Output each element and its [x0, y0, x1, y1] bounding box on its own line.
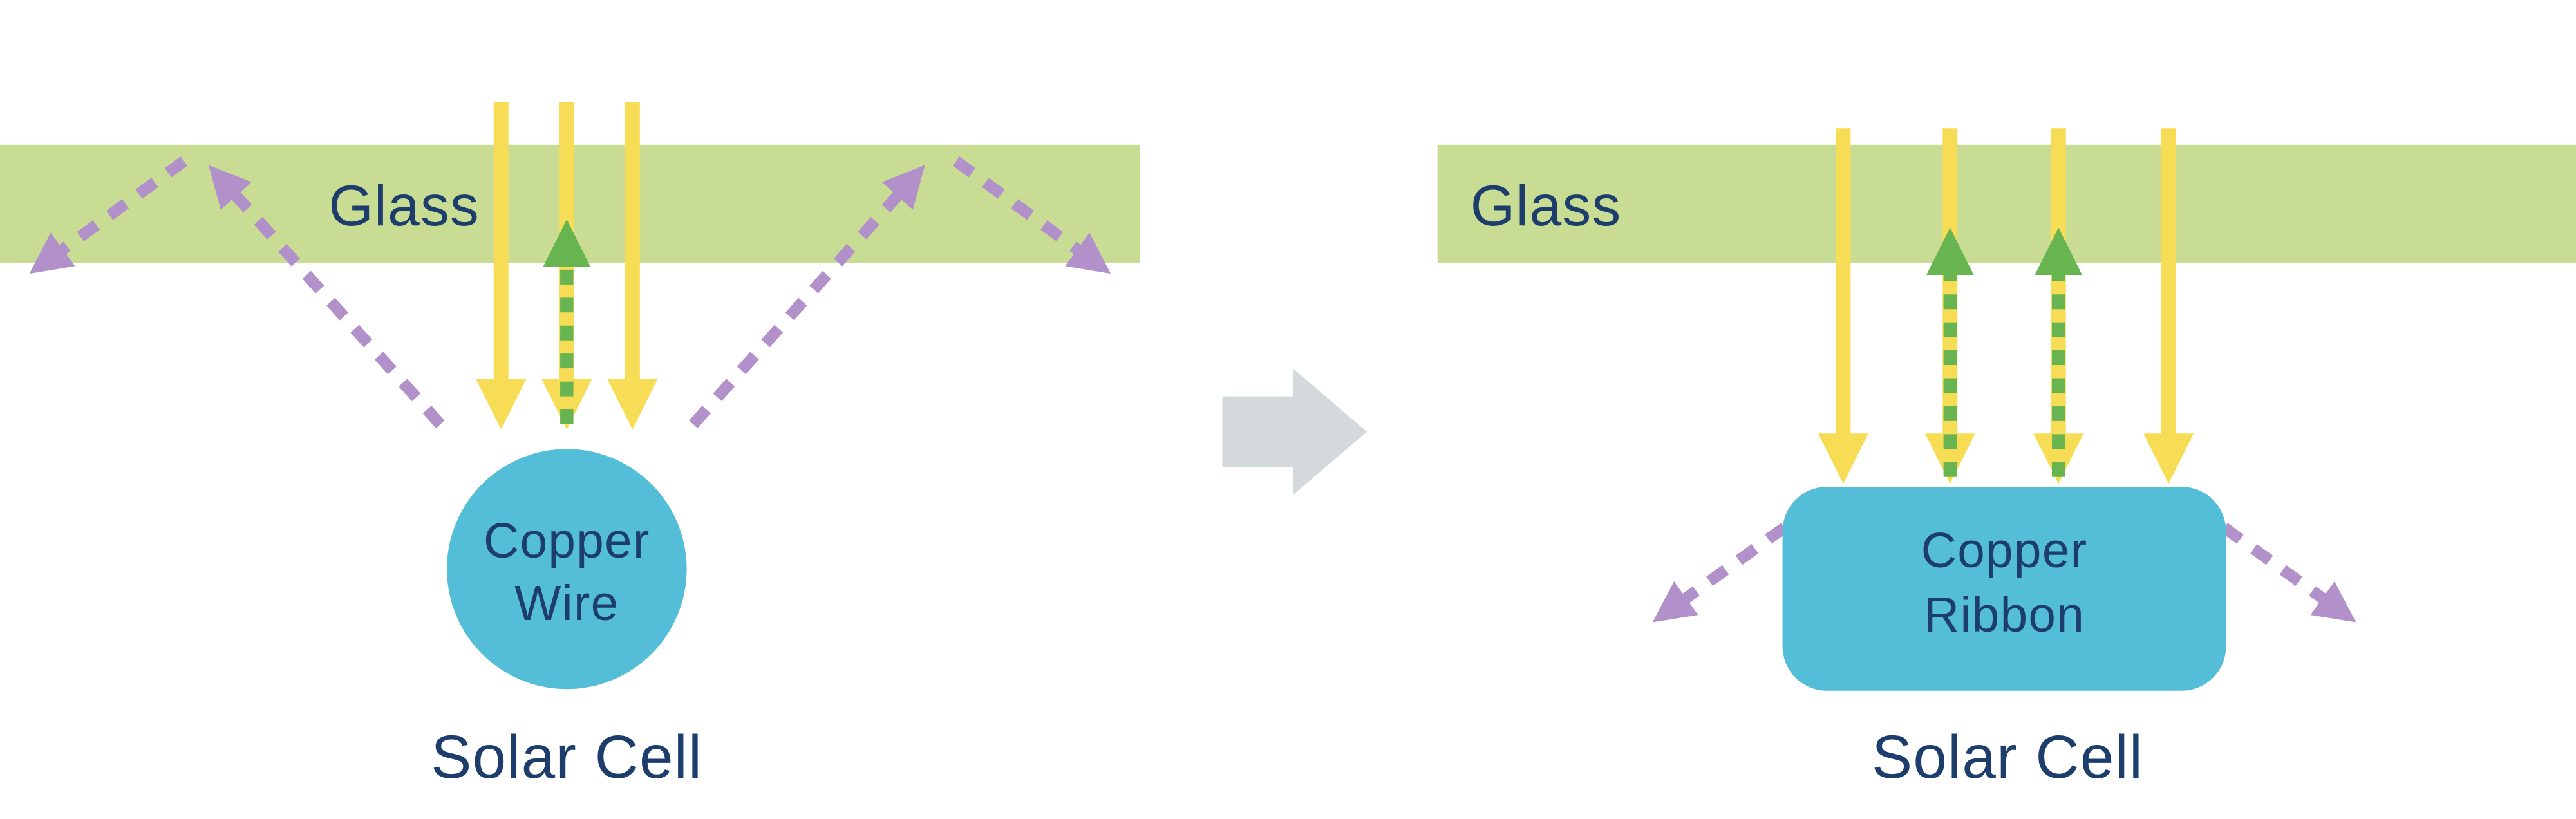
glass-band — [1437, 144, 2576, 263]
copper-ribbon-label-line2: Ribbon — [1924, 588, 2085, 643]
scattered-light-arrow — [689, 165, 925, 428]
solar-cell-label: Solar Cell — [1872, 723, 2143, 791]
copper-wire-shape — [447, 449, 687, 690]
glass-label: Glass — [328, 173, 480, 238]
solar-cell-label: Solar Cell — [431, 723, 702, 791]
copper-wire-label-line1: Copper — [484, 514, 650, 569]
copper-ribbon-label-line1: Copper — [1921, 523, 2088, 578]
right-panel: Glass Copper Ribbon Solar Cell — [1437, 128, 2576, 791]
transition-arrow-icon — [1222, 368, 1367, 495]
glass-label: Glass — [1471, 173, 1622, 238]
scattered-light-arrow — [2191, 502, 2356, 623]
scattered-light-arrow — [952, 156, 1111, 274]
left-panel: Glass Copper Wire Solar Cell — [0, 102, 1140, 791]
scattered-light-arrow — [1652, 502, 1818, 623]
scattered-light-arrow — [208, 165, 445, 428]
copper-wire-label-line2: Wire — [514, 576, 619, 631]
scattered-light-arrow — [29, 156, 188, 274]
copper-ribbon-shape — [1782, 487, 2226, 691]
